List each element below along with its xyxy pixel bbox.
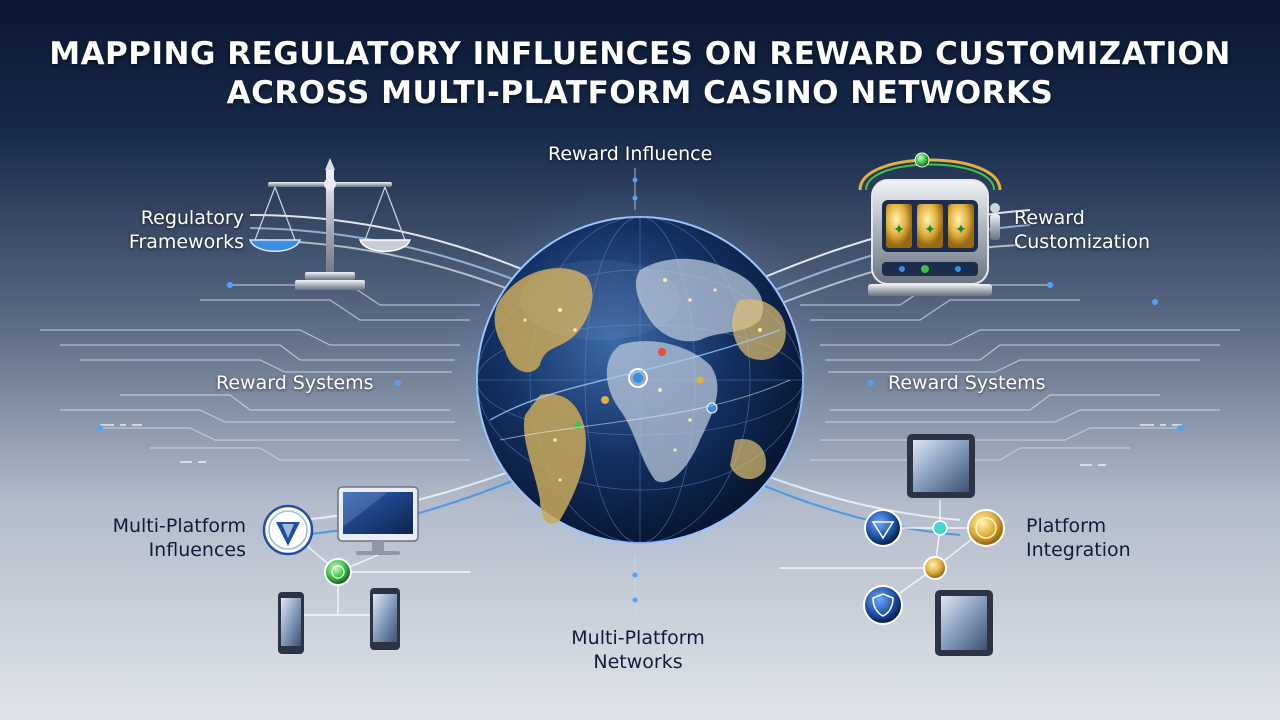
label-platform-integration-line1: Platform (1026, 515, 1107, 537)
label-reward-systems-right: Reward Systems (888, 372, 1046, 394)
smartphone-icon (278, 588, 400, 654)
label-regulatory-line2: Frameworks (128, 231, 244, 253)
balance-scale-icon (248, 158, 412, 290)
label-regulatory-line1: Regulatory (140, 207, 244, 229)
data-dashes (100, 424, 1182, 466)
label-multi-networks-line1: Multi-Platform (571, 627, 705, 649)
label-reward-custom-line2: Customization (1014, 231, 1151, 253)
label-regulatory-frameworks: Regulatory Frameworks (118, 206, 244, 254)
network-node-icon (262, 504, 314, 556)
label-platform-integration-line2: Integration (1026, 539, 1131, 561)
tablet-icon (907, 434, 993, 656)
label-platform-integration: Platform Integration (1026, 514, 1131, 562)
slot-machine-icon: ✦ ✦ ✦ (858, 152, 1002, 296)
title-line-1: MAPPING REGULATORY INFLUENCES ON REWARD … (49, 36, 1231, 72)
trace-endpoints (97, 282, 1183, 431)
label-multi-influences-line1: Multi-Platform (112, 515, 246, 537)
label-multi-platform-networks: Multi-Platform Networks (548, 626, 728, 674)
label-reward-influence: Reward Influence (548, 143, 713, 165)
svg-text:✦: ✦ (893, 222, 905, 238)
label-multi-influences-line2: Influences (148, 539, 246, 561)
right-nodes (863, 509, 1005, 625)
circuit-traces-left (40, 284, 480, 461)
label-reward-custom-line1: Reward (1014, 207, 1085, 229)
svg-text:✦: ✦ (924, 222, 936, 238)
globe-icon (440, 180, 840, 580)
monitor-icon (337, 486, 419, 555)
label-multi-networks-line2: Networks (593, 651, 683, 673)
svg-text:✦: ✦ (955, 222, 967, 238)
green-node (324, 558, 352, 586)
label-reward-systems-left: Reward Systems (216, 372, 374, 394)
label-multi-platform-influences: Multi-Platform Influences (96, 514, 246, 562)
label-reward-customization: Reward Customization (1014, 206, 1150, 254)
title-line-2: ACROSS MULTI-PLATFORM CASINO NETWORKS (226, 75, 1054, 111)
